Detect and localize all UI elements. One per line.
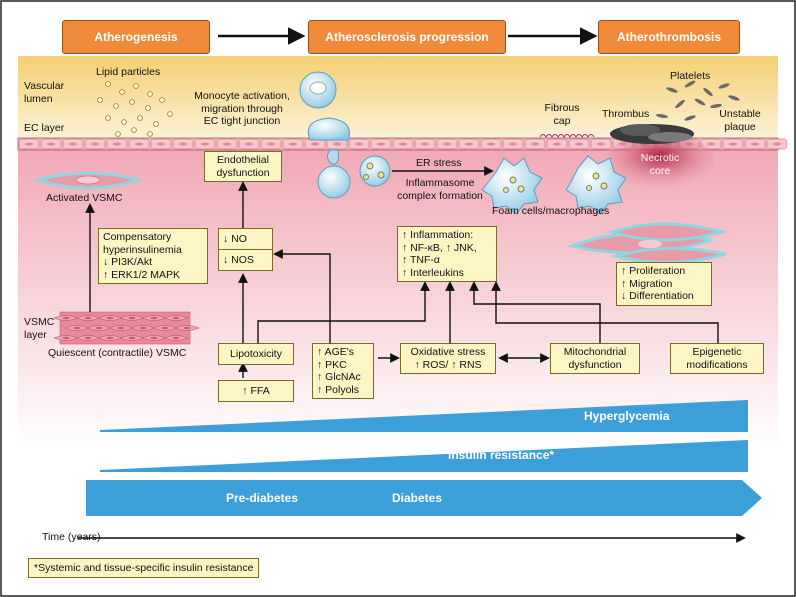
- activated-vsmc-label: Activated VSMC: [46, 192, 123, 204]
- mitochondrial-dysfunction-box: Mitochondrial dysfunction: [550, 343, 640, 374]
- ec-layer-label: EC layer: [24, 122, 65, 134]
- lipotoxicity-box: Lipotoxicity: [218, 343, 294, 365]
- stage-atherogenesis: Atherogenesis: [62, 20, 210, 54]
- platelets-label: Platelets: [670, 70, 711, 82]
- activated-vsmc-cluster: [566, 222, 728, 265]
- pathway-arrows: [78, 166, 746, 543]
- monocyte-label: Monocyte activation, migration through E…: [194, 90, 290, 127]
- vascular-lumen-label: Vascular lumen: [24, 80, 65, 105]
- age-pkc-box: ↑ AGE's ↑ PKC ↑ GlcNAc ↑ Polyols: [312, 343, 374, 399]
- time-axis-label: Time (years): [42, 531, 101, 543]
- lipid-particles-label: Lipid particles: [96, 66, 161, 78]
- oxidative-stress-box: Oxidative stress ↑ ROS/ ↑ RNS: [400, 343, 496, 374]
- unstable-plaque-label: Unstable plaque: [719, 108, 761, 133]
- thrombus-label: Thrombus: [602, 108, 650, 120]
- foam-cells: [481, 155, 627, 215]
- stage-atherothrombosis: Atherothrombosis: [598, 20, 740, 54]
- inflammation-box: ↑ Inflammation: ↑ NF-κB, ↑ JNK, ↑ TNF-α …: [397, 226, 497, 282]
- compensatory-hyperinsulinemia-box: Compensatory hyperinsulinemia ↓ PI3K/Akt…: [98, 228, 208, 284]
- monocyte-cells: [299, 71, 391, 199]
- necrotic-core-shape: [605, 132, 715, 192]
- diabetes-label: Diabetes: [392, 491, 443, 505]
- epigenetic-modifications-box: Epigenetic modifications: [670, 343, 764, 374]
- insulin-resistance-band: [100, 440, 748, 472]
- fibrous-cap-label: Fibrous cap: [544, 102, 580, 127]
- hyperglycemia-band: [100, 400, 748, 432]
- activated-vsmc-cell: [32, 171, 144, 190]
- quiescent-vsmc-label: Quiescent (contractile) VSMC: [48, 347, 187, 359]
- insulin-resistance-label: Insulin resistance*: [448, 448, 555, 462]
- lipid-particle-shapes: [97, 81, 173, 137]
- nos-box: ↓ NOS: [218, 249, 273, 271]
- no-box: ↓ NO: [218, 228, 273, 250]
- prediabetes-label: Pre-diabetes: [226, 491, 299, 505]
- fibrous-cap-shape: [539, 134, 595, 138]
- ffa-box: ↑ FFA: [218, 380, 294, 402]
- footnote: *Systemic and tissue-specific insulin re…: [28, 558, 260, 578]
- endothelial-dysfunction-box: Endothelial dysfunction: [204, 151, 282, 182]
- diabetes-progression-band: [86, 480, 762, 516]
- necrotic-core-label: Necrotic core: [640, 152, 680, 177]
- er-stress-label: ER stress: [416, 157, 462, 169]
- vsmc-changes-box: ↑ Proliferation ↑ Migration ↓ Differenti…: [616, 262, 712, 306]
- vsmc-layer-label: VSMC layer: [24, 316, 55, 341]
- inflammasome-label: Inflammasome complex formation: [397, 177, 483, 202]
- foam-cells-label: Foam cells/macrophages: [492, 205, 610, 217]
- hyperglycemia-label: Hyperglycemia: [584, 409, 670, 423]
- thrombus-shape: [610, 124, 694, 144]
- quiescent-vsmc-layer: [53, 311, 200, 345]
- platelet-shapes: [656, 80, 740, 121]
- stage-atherosclerosis-progression: Atherosclerosis progression: [308, 20, 506, 54]
